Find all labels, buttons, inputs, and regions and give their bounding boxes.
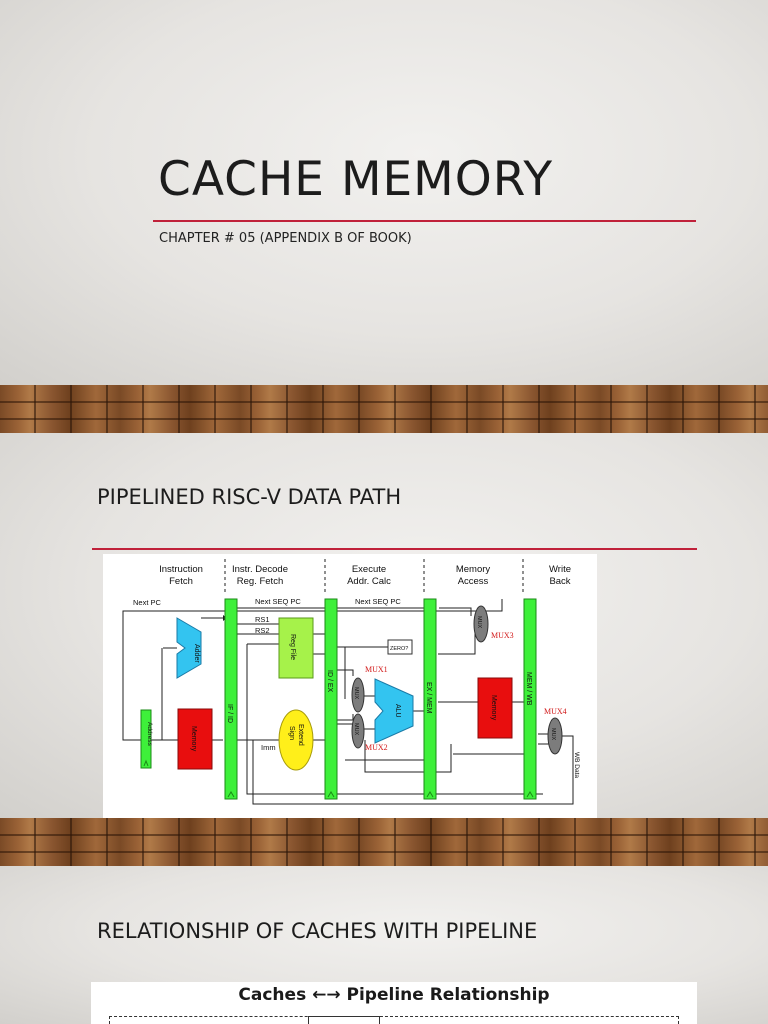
label-mux1-inner: MUX	[353, 687, 359, 700]
wire-rd-loop	[246, 644, 543, 795]
label-next-seq-pc-1: Next SEQ PC	[255, 597, 301, 606]
label-imm: Imm	[261, 743, 276, 752]
clock-mark	[327, 791, 335, 798]
zero-test	[387, 639, 413, 655]
label-wb-data: WB Data	[573, 752, 580, 778]
label-ex-mem: EX / MEM	[425, 682, 432, 714]
instruction-memory	[177, 708, 213, 770]
stage-header-if-2: Fetch	[169, 576, 193, 587]
stage-header-wb-2: Back	[549, 576, 570, 587]
label-next-pc: Next PC	[133, 598, 162, 607]
label-mux3: MUX3	[491, 631, 514, 640]
label-rs2: RS2	[255, 626, 270, 635]
slide-title-cache-memory: CACHE MEMORY CHAPTER # 05 (APPENDIX B OF…	[0, 0, 768, 385]
label-mux4: MUX4	[544, 707, 567, 716]
label-address: Address	[146, 722, 153, 747]
mux4	[547, 717, 563, 755]
label-reg-file: Reg File	[289, 634, 296, 660]
slide-title: CACHE MEMORY	[158, 152, 554, 207]
label-sign: Sign	[288, 726, 295, 740]
stage-header-wb-1: Write	[549, 564, 571, 575]
stage-header-ex-2: Addr. Calc	[347, 576, 391, 587]
label-alu: ALU	[394, 704, 401, 718]
label-mux4-inner: MUX	[550, 728, 556, 741]
datapath-diagram: Instruction Fetch Instr. Decode Reg. Fet…	[103, 554, 597, 818]
label-mux2: MUX2	[365, 743, 388, 752]
figure-title: Caches ←→ Pipeline Relationship	[238, 985, 550, 1005]
title-underline	[153, 220, 696, 222]
stage-header-id-1: Instr. Decode	[232, 564, 288, 575]
wire-idex-mux2	[337, 714, 354, 721]
mux2	[351, 713, 365, 749]
figure-inner-box	[308, 1016, 380, 1024]
slide-subtitle: CHAPTER # 05 (APPENDIX B OF BOOK)	[159, 231, 412, 246]
slide-caches-pipeline: RELATIONSHIP OF CACHES WITH PIPELINE Cac…	[0, 866, 768, 1024]
stage-header-mem-2: Access	[458, 576, 489, 587]
clock-mark	[227, 791, 235, 798]
label-mux3-inner: MUX	[476, 616, 482, 629]
label-adder: Adder	[193, 644, 200, 663]
label-mem-wb: MEM / WB	[525, 672, 532, 706]
alu-block	[374, 678, 414, 744]
mux3	[473, 605, 489, 643]
label-data-memory: Memory	[490, 695, 497, 721]
mem-wb-register	[523, 598, 537, 800]
slide-title: RELATIONSHIP OF CACHES WITH PIPELINE	[97, 919, 538, 943]
mux1	[351, 677, 365, 713]
stage-header-ex-1: Execute	[352, 564, 386, 575]
wire-wb-data	[252, 735, 574, 805]
wire-idex-mux1	[337, 669, 354, 676]
label-rs1: RS1	[255, 615, 270, 624]
stage-header-id-2: Reg. Fetch	[237, 576, 283, 587]
clock-mark	[426, 791, 434, 798]
pipeline-registers	[224, 598, 537, 800]
clock-mark	[526, 791, 534, 798]
label-extend: Extend	[297, 724, 304, 746]
clock-mark	[143, 759, 149, 767]
id-ex-register	[324, 598, 338, 800]
caches-pipeline-figure: Caches ←→ Pipeline Relationship	[91, 982, 697, 1024]
stage-header-mem-1: Memory	[456, 564, 491, 575]
slide-pipelined-datapath: PIPELINED RISC-V DATA PATH Instruction F…	[0, 433, 768, 818]
pc-register	[140, 709, 152, 769]
label-mux1: MUX1	[365, 665, 388, 674]
wire-forward	[364, 740, 452, 773]
stage-header-if-1: Instruction	[159, 564, 203, 575]
label-zero: ZERO?	[390, 646, 408, 652]
if-id-register	[224, 598, 238, 800]
label-mux2-inner: MUX	[353, 723, 359, 736]
label-id-ex: ID / EX	[326, 670, 333, 693]
wood-floor-divider	[0, 818, 768, 866]
ex-mem-register	[423, 598, 437, 800]
data-memory	[477, 677, 513, 739]
figure-dashed-box	[109, 1016, 679, 1024]
title-underline	[92, 548, 697, 550]
slide-title: PIPELINED RISC-V DATA PATH	[97, 485, 402, 509]
label-if-id: IF / ID	[226, 704, 233, 723]
sign-extend	[278, 709, 314, 771]
wire-exmem-mux3	[438, 633, 476, 655]
label-next-seq-pc-2: Next SEQ PC	[355, 597, 401, 606]
adder-block	[176, 617, 202, 679]
register-file	[278, 617, 314, 679]
wire-next-pc	[122, 599, 503, 741]
label-memory: Memory	[190, 726, 197, 752]
wire-next-seq-to-mux3	[439, 607, 472, 616]
wood-floor-divider	[0, 385, 768, 433]
wire-zero-src	[337, 646, 346, 699]
